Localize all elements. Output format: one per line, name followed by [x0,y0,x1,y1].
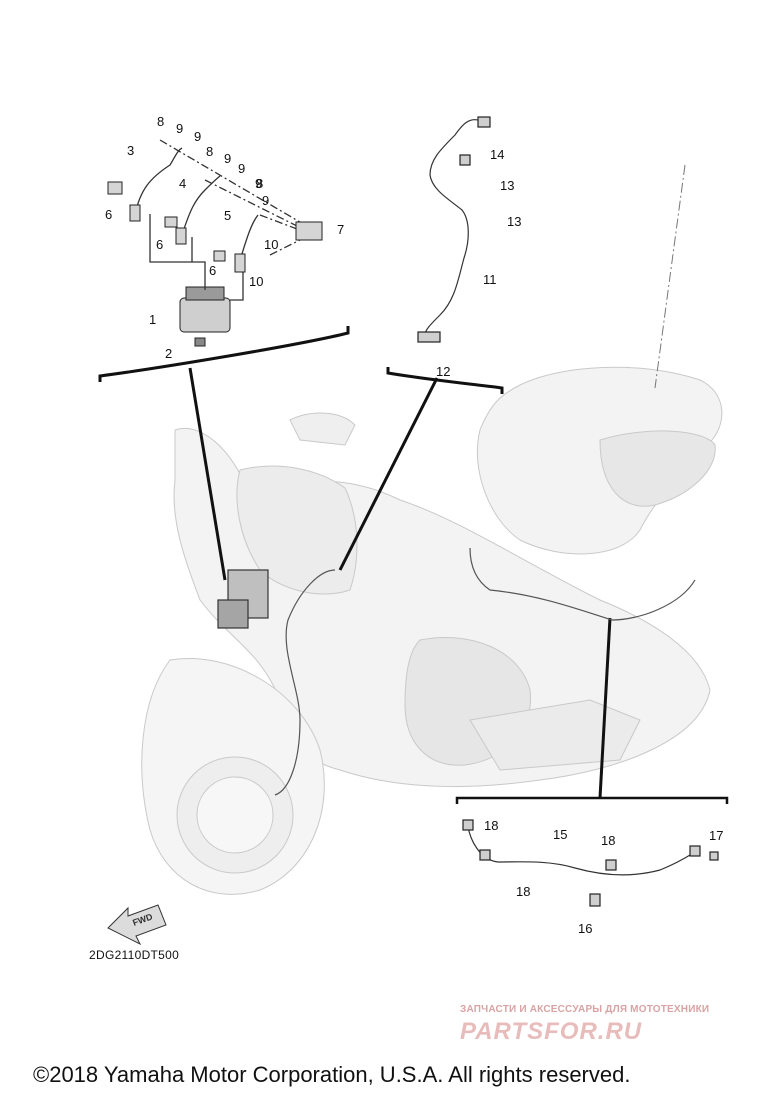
copyright-notice: ©2018 Yamaha Motor Corporation, U.S.A. A… [33,1062,631,1087]
callout-15: 15 [553,827,567,842]
callout-10: 10 [264,237,278,252]
callout-7: 7 [337,222,344,237]
callout-14: 14 [490,147,504,162]
callout-18: 18 [601,833,615,848]
callout-6: 6 [209,263,216,278]
reference-line [654,164,686,389]
callout-16: 16 [578,921,592,936]
callout-9: 9 [238,161,245,176]
callout-8: 8 [256,176,263,191]
detail-bracket-left [98,326,350,382]
motorcycle-silhouette [141,366,723,895]
callout-2: 2 [165,346,172,361]
callout-6: 6 [156,237,163,252]
callout-9: 9 [176,121,183,136]
rear-sensor-lead [462,819,719,907]
callout-18: 18 [484,818,498,833]
callout-9: 9 [255,176,262,191]
watermark-tagline: ЗАПЧАСТИ И АКСЕССУАРЫ ДЛЯ МОТОТЕХНИКИ [460,1004,710,1015]
callout-3: 3 [127,143,134,158]
callout-8: 8 [206,144,213,159]
callout-4: 4 [179,176,186,191]
forward-arrow-icon: FWD [107,904,167,946]
bike-sensor-leads [217,547,696,796]
callout-9: 9 [224,151,231,166]
diagram-code: 2DG2110DT500 [89,948,180,962]
exploded-parts-diagram: 8 9 9 3 8 9 9 9 4 8 9 6 6 5 10 10 6 7 1 … [98,114,729,946]
callout-5: 5 [224,208,231,223]
pipe-fittings [107,181,323,273]
callout-8: 8 [157,114,164,129]
front-sensor-lead [417,116,491,343]
callout-10: 10 [249,274,263,289]
callout-13: 13 [500,178,514,193]
watermark-logo: PARTSFOR.RU [460,1018,643,1045]
callout-numbers: 8 9 9 3 8 9 9 9 4 8 9 6 6 5 10 10 6 7 1 … [105,114,723,936]
detail-bracket-bottom [455,796,729,804]
callout-13: 13 [507,214,521,229]
callout-18: 18 [516,884,530,899]
callout-17: 17 [709,828,723,843]
callout-9: 9 [262,193,269,208]
callout-9: 9 [194,129,201,144]
callout-12: 12 [436,364,450,379]
callout-11: 11 [483,272,497,287]
abs-hydraulic-unit [179,286,231,347]
detail-bracket-middle [386,367,504,394]
brake-pipes [134,139,306,301]
callout-6: 6 [105,207,112,222]
leader-lines [188,367,612,799]
callout-1: 1 [149,312,156,327]
